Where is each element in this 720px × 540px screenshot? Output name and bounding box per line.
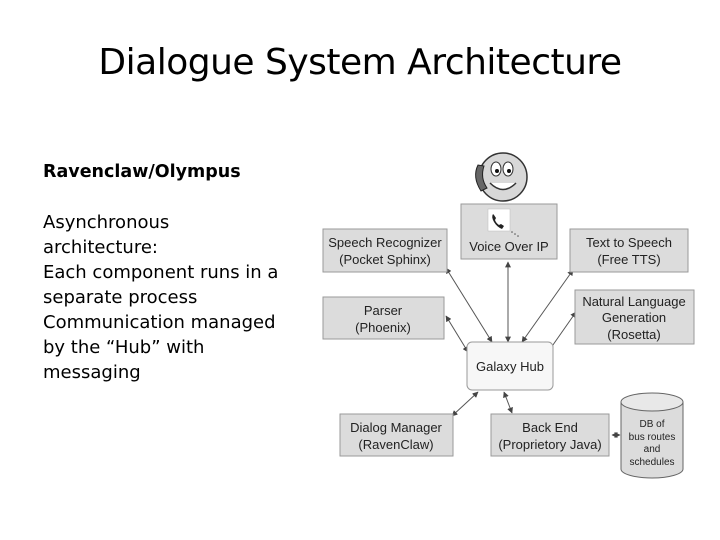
- text-to-speech-node: Text to Speech (Free TTS): [569, 228, 689, 273]
- speech-recognizer-sublabel: (Pocket Sphinx): [339, 252, 431, 267]
- dialog-manager-sublabel: (RavenClaw): [358, 437, 433, 452]
- body-line: messaging: [43, 362, 141, 383]
- slide-title: Dialogue System Architecture: [98, 42, 622, 83]
- nlg-sublabel: (Rosetta): [607, 327, 660, 342]
- smiley-phone-icon: [475, 152, 528, 202]
- body-line: Asynchronous: [43, 212, 170, 233]
- edge-speech-recognizer: [445, 267, 493, 343]
- parser-node: Parser (Phoenix): [322, 296, 445, 340]
- galaxy-hub-node: Galaxy Hub: [466, 341, 554, 391]
- back-end-node: Back End (Proprietory Java): [490, 413, 610, 457]
- parser-label: Parser: [364, 303, 403, 318]
- parser-sublabel: (Phoenix): [355, 320, 411, 335]
- nlg-node: Natural Language Generation (Rosetta): [574, 289, 695, 345]
- database-label-line4: schedules: [629, 457, 674, 468]
- telephone-icon: [487, 208, 519, 237]
- database-cylinder: DB of bus routes and schedules: [620, 392, 684, 479]
- text-to-speech-sublabel: (Free TTS): [597, 252, 660, 267]
- edge-dialog-manager: [451, 391, 479, 417]
- dialog-manager-label: Dialog Manager: [350, 420, 442, 435]
- database-label-line1: DB of: [639, 419, 664, 430]
- back-end-sublabel: (Proprietory Java): [498, 437, 601, 452]
- body-line: Each component runs in a: [43, 262, 279, 283]
- speech-recognizer-node: Speech Recognizer (Pocket Sphinx): [322, 228, 448, 273]
- speech-recognizer-label: Speech Recognizer: [328, 235, 442, 250]
- edge-back-end: [503, 391, 513, 414]
- database-label-line3: and: [644, 444, 661, 455]
- body-line: architecture:: [43, 237, 158, 258]
- database-label-line2: bus routes: [629, 432, 676, 443]
- hub-label: Galaxy Hub: [476, 359, 544, 374]
- text-panel: Ravenclaw/Olympus Asynchronous architect…: [43, 160, 305, 385]
- body-line: Communication managed: [43, 312, 276, 333]
- body-line: by the “Hub” with: [43, 337, 205, 358]
- nlg-label: Natural Language: [582, 294, 685, 309]
- back-end-label: Back End: [522, 420, 578, 435]
- edge-text-to-speech: [521, 269, 574, 343]
- voice-over-ip-label: Voice Over IP: [469, 239, 548, 254]
- nlg-label-line2: Generation: [602, 310, 666, 325]
- edge-parser: [445, 315, 469, 353]
- subtitle: Ravenclaw/Olympus: [43, 162, 241, 182]
- dialog-manager-node: Dialog Manager (RavenClaw): [339, 413, 454, 457]
- text-to-speech-label: Text to Speech: [586, 235, 672, 250]
- body-line: separate process: [43, 287, 198, 308]
